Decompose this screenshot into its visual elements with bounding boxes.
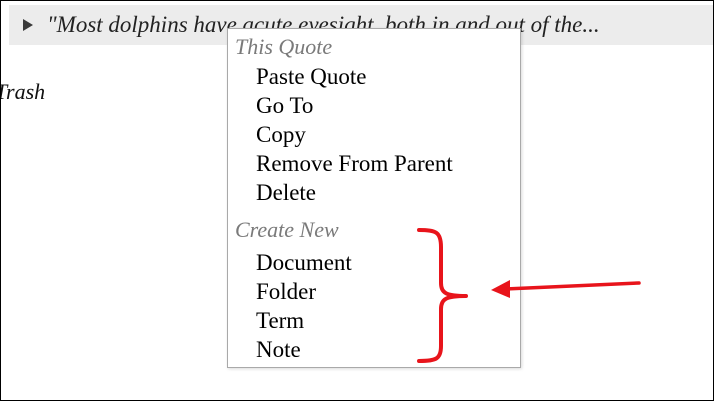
this-quote-header: This Quote bbox=[235, 34, 333, 59]
menu-item-folder[interactable]: Folder bbox=[256, 279, 317, 304]
arrow-shaft bbox=[504, 281, 641, 291]
menu-item-document[interactable]: Document bbox=[256, 250, 352, 275]
create-new-header: Create New bbox=[235, 217, 339, 242]
menu-item-delete[interactable]: Delete bbox=[256, 180, 317, 205]
menu-item-term[interactable]: Term bbox=[256, 308, 305, 333]
menu-item-paste-quote[interactable]: Paste Quote bbox=[256, 64, 367, 89]
menu-item-remove-from-parent[interactable]: Remove From Parent bbox=[256, 151, 453, 176]
expand-triangle-icon[interactable] bbox=[23, 19, 33, 31]
menu-item-go-to[interactable]: Go To bbox=[256, 93, 314, 118]
menu-item-note[interactable]: Note bbox=[256, 337, 301, 362]
menu-item-copy[interactable]: Copy bbox=[256, 122, 306, 147]
context-menu: This Quote Paste Quote Go To Copy Remove… bbox=[227, 28, 521, 368]
trash-label[interactable]: Trash bbox=[0, 79, 46, 104]
